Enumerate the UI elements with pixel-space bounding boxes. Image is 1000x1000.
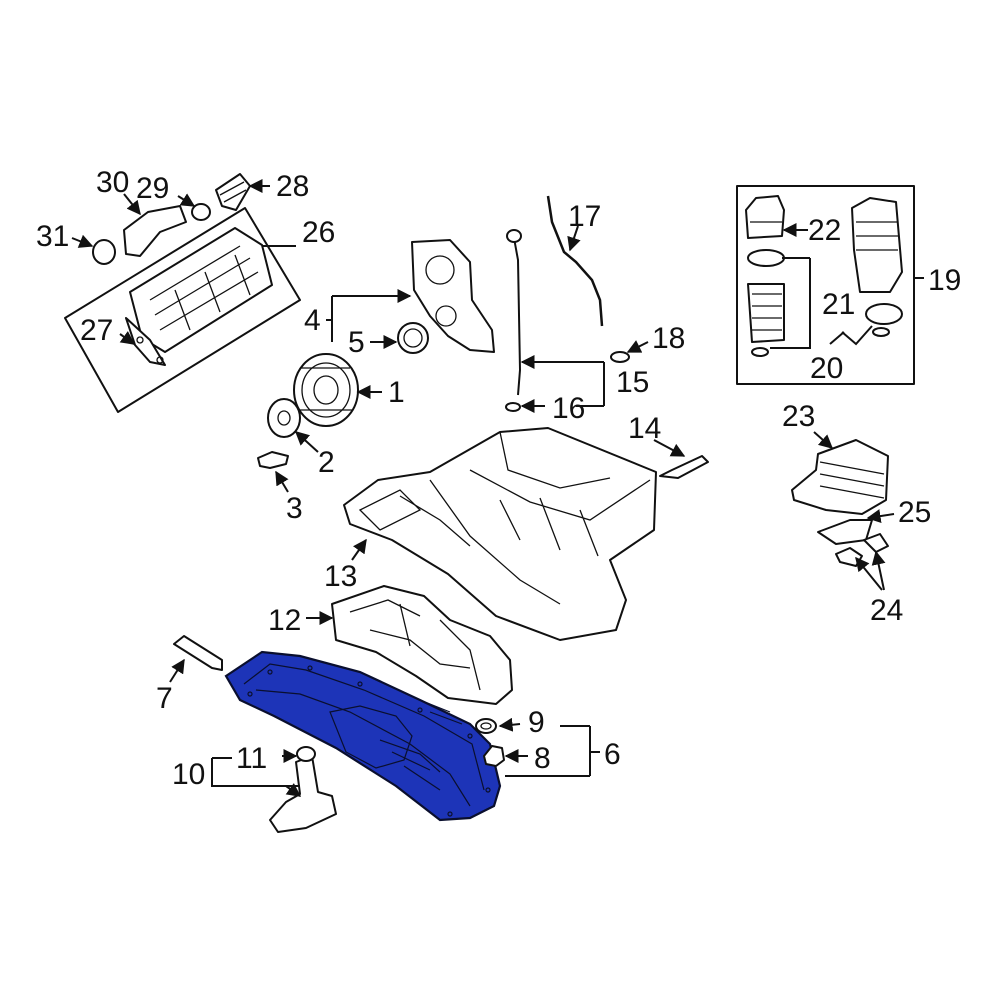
- part-31-seal: [92, 239, 116, 265]
- part-6-lower-oil-pan: [224, 650, 502, 822]
- callout-23: 23: [782, 400, 815, 433]
- callout-15: 15: [616, 366, 649, 399]
- part-23-oil-cooler: [791, 439, 889, 515]
- callout-3: 3: [286, 492, 303, 525]
- callout-14: 14: [628, 412, 661, 445]
- callout-6: 6: [604, 738, 621, 771]
- callout-26: 26: [302, 216, 335, 249]
- callout-27: 27: [80, 314, 113, 347]
- part-16-oring: [505, 402, 521, 412]
- callout-30: 30: [96, 166, 129, 199]
- callout-4: 4: [304, 304, 321, 337]
- callout-11: 11: [236, 742, 267, 775]
- callout-2: 2: [318, 446, 335, 479]
- callout-21: 21: [822, 288, 855, 321]
- part-4-timing-cover: [411, 239, 495, 353]
- callout-31: 31: [36, 220, 69, 253]
- part-9-washer: [475, 718, 497, 734]
- callout-9: 9: [528, 706, 545, 739]
- part-13-upper-oil-pan: [343, 427, 657, 641]
- callout-17: 17: [568, 200, 601, 233]
- callout-5: 5: [348, 326, 365, 359]
- callout-25: 25: [898, 496, 931, 529]
- callout-13: 13: [324, 560, 357, 593]
- callout-28: 28: [276, 170, 309, 203]
- callout-12: 12: [268, 604, 301, 637]
- part-28-boot: [215, 173, 251, 211]
- part-29-oring: [191, 203, 211, 221]
- part-25-gasket: [817, 519, 873, 545]
- callout-10: 10: [172, 758, 205, 791]
- callout-22: 22: [808, 214, 841, 247]
- part-8-drain-plug: [483, 745, 505, 767]
- part-7-sealant: [173, 635, 223, 671]
- part-5-seal: [397, 322, 429, 354]
- part-2-washer: [267, 398, 301, 438]
- callout-20: 20: [810, 352, 843, 385]
- callout-18: 18: [652, 322, 685, 355]
- part-24-seal-b: [863, 533, 889, 553]
- callout-8: 8: [534, 742, 551, 775]
- part-24-seal-a: [835, 547, 863, 567]
- part-15-dipstick: [513, 237, 522, 396]
- part-10-sensor: [269, 755, 337, 833]
- part-1-pulley: [293, 353, 359, 427]
- callout-1: 1: [388, 376, 405, 409]
- callout-24: 24: [870, 594, 903, 627]
- part-11-oring: [296, 746, 316, 762]
- callout-29: 29: [136, 172, 169, 205]
- part-30-elbow: [123, 205, 187, 257]
- part-12-baffle: [331, 585, 513, 705]
- callout-19: 19: [928, 264, 961, 297]
- valve-cover-group: [64, 207, 301, 413]
- leader-lines: [71, 179, 924, 797]
- part-3-bolt: [257, 451, 289, 469]
- part-14-sealant: [659, 455, 709, 479]
- callout-16: 16: [552, 392, 585, 425]
- callout-7: 7: [156, 682, 173, 715]
- part-18-ring: [610, 351, 630, 363]
- part-17-tube: [546, 195, 604, 327]
- part-19-filter-box: [736, 185, 915, 385]
